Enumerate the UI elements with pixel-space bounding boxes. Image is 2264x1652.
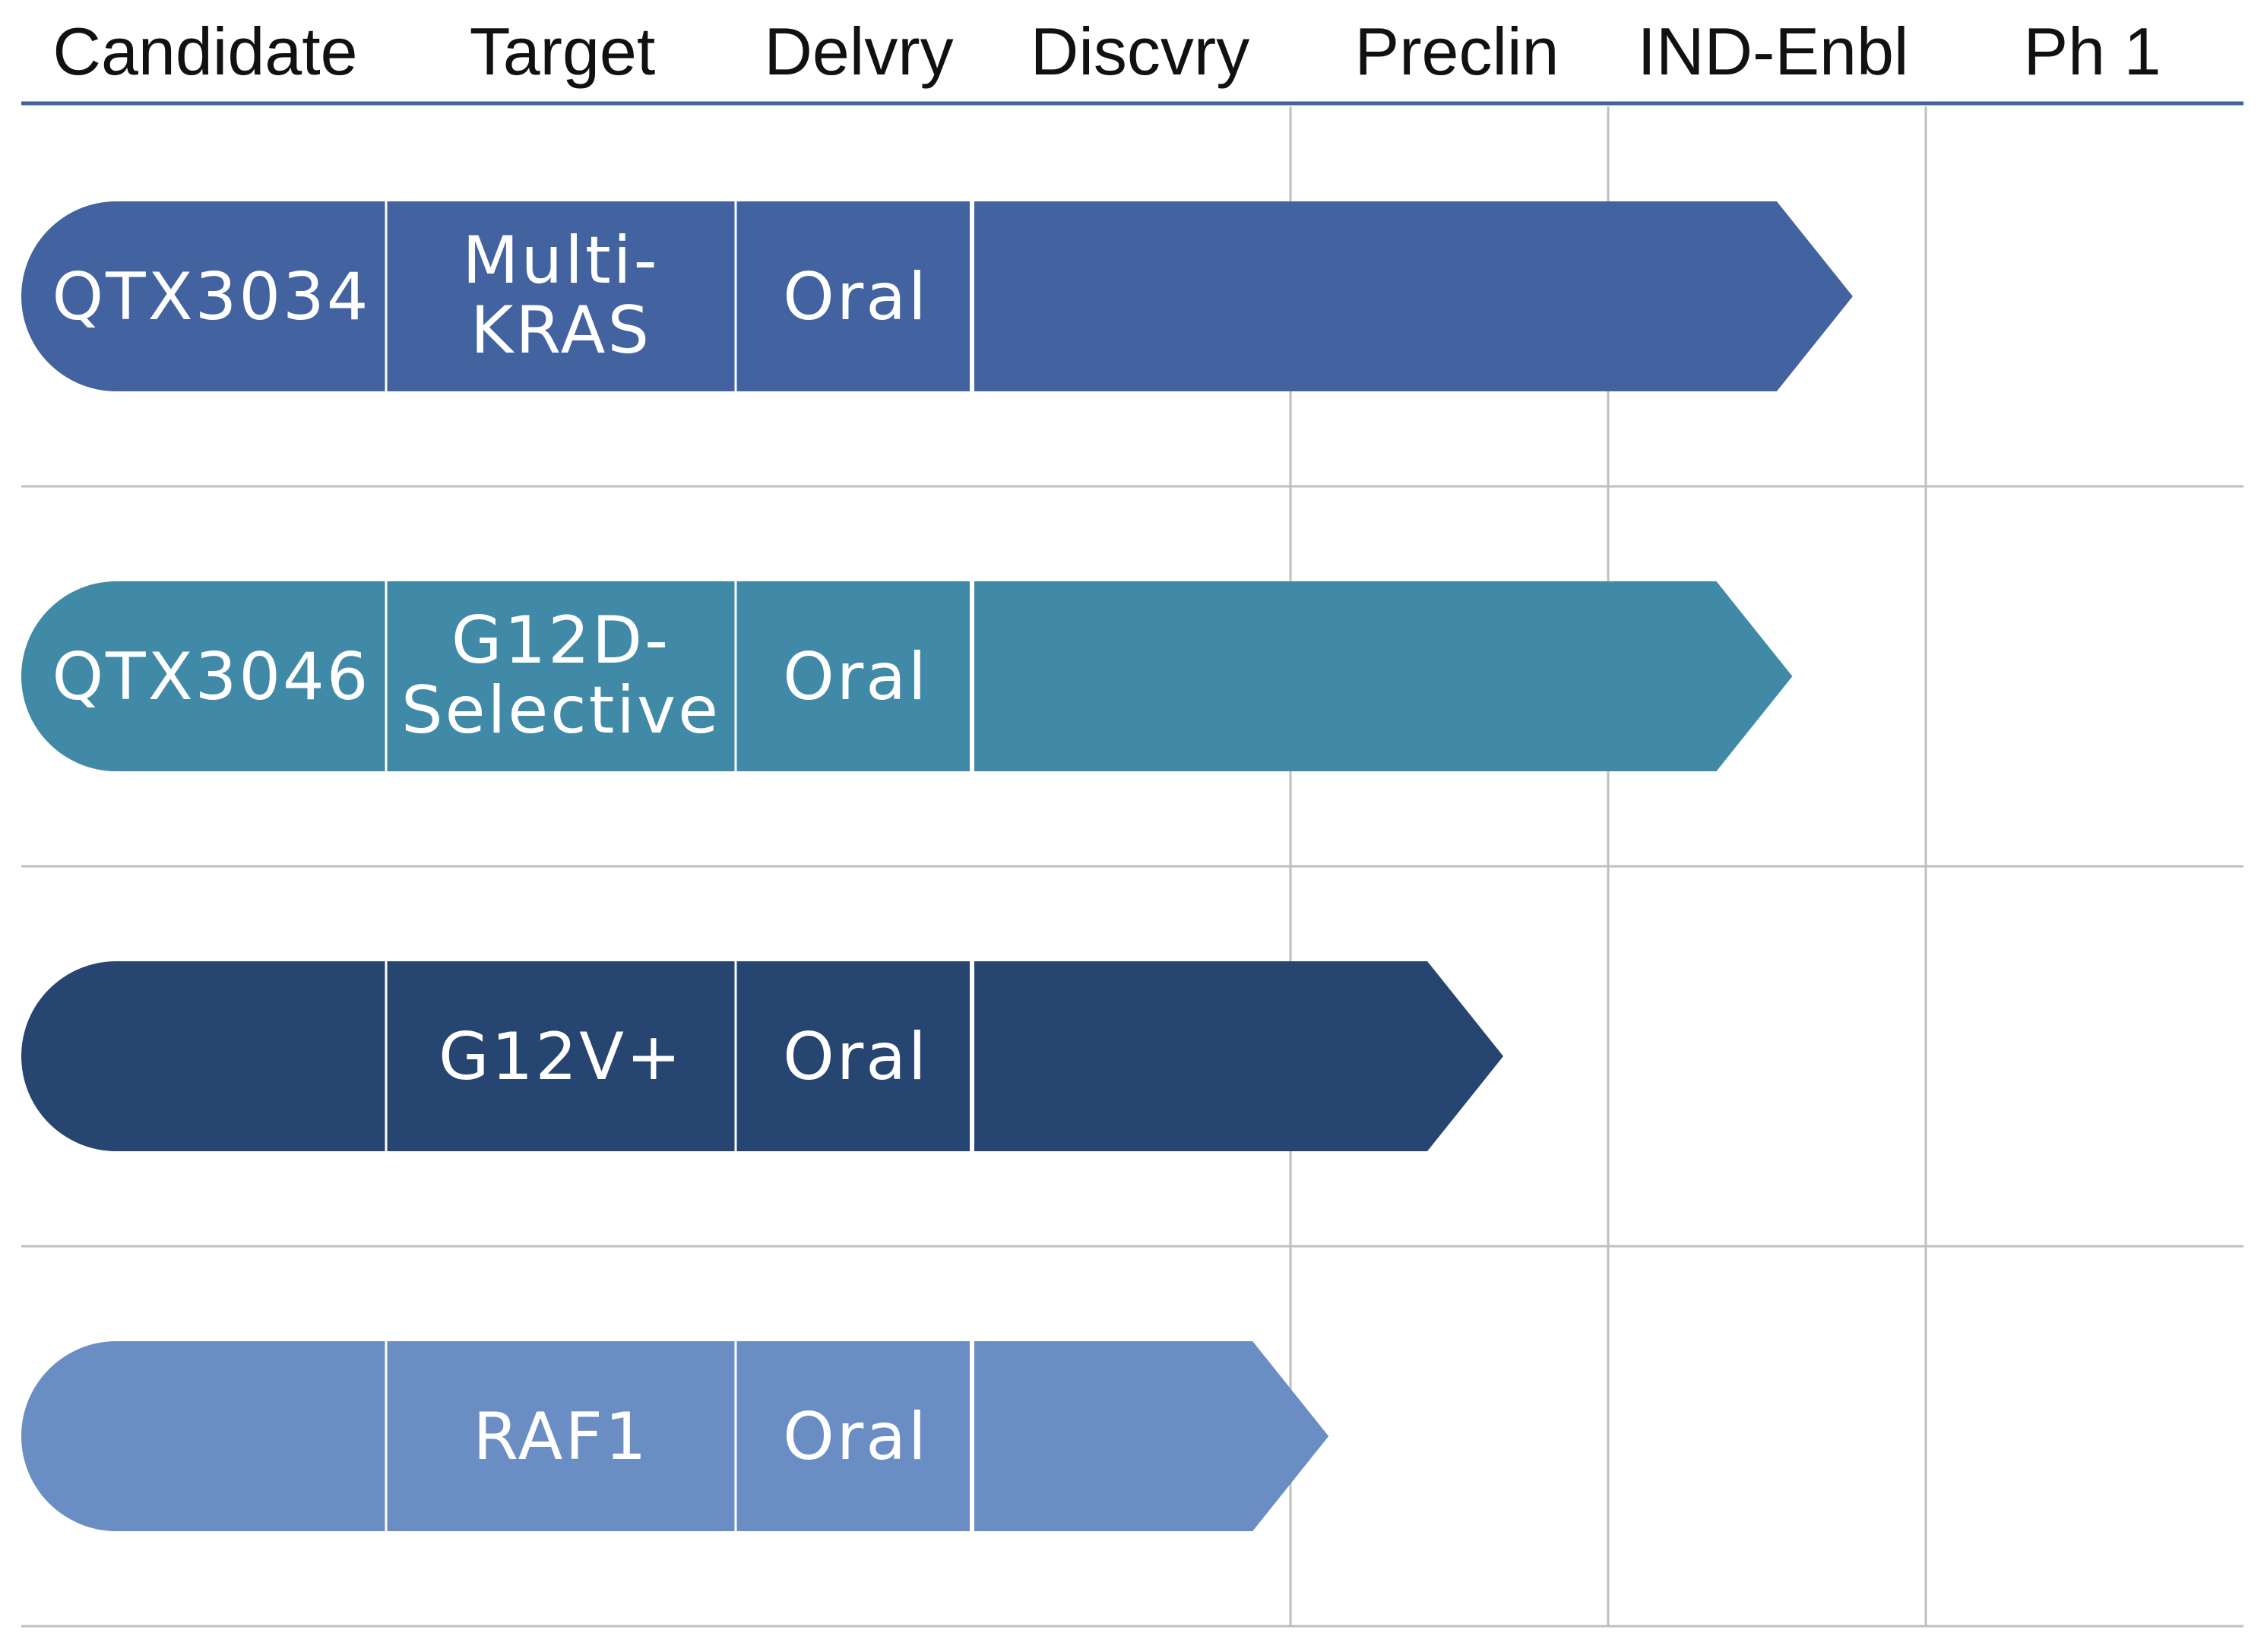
progress-bar bbox=[21, 201, 1853, 391]
header-candidate: Candidate bbox=[52, 14, 357, 89]
target-name: Multi- bbox=[462, 223, 659, 299]
target-name: G12D- bbox=[451, 603, 670, 679]
candidate-name: QTX3046 bbox=[52, 639, 370, 715]
candidate-name: QTX3034 bbox=[52, 259, 370, 335]
header-ind-enabling: IND-Enbl bbox=[1638, 14, 1909, 89]
delivery-route: Oral bbox=[783, 639, 929, 715]
header-phase-1: Ph 1 bbox=[2023, 14, 2161, 89]
target-name: RAF1 bbox=[473, 1399, 648, 1475]
program-row: QTX3034 Multi-KRAS Oral bbox=[21, 201, 1853, 391]
column-headers: Candidate Target Delvry Discvry Preclin … bbox=[52, 14, 2161, 89]
program-row: QTX3046 G12D-Selective Oral bbox=[21, 581, 1793, 771]
delivery-route: Oral bbox=[783, 1399, 929, 1475]
delivery-route: Oral bbox=[783, 259, 929, 335]
target-name: G12V+ bbox=[439, 1019, 683, 1095]
progress-bar bbox=[21, 581, 1793, 771]
progress-bar bbox=[21, 1341, 1329, 1531]
header-preclinical: Preclin bbox=[1355, 14, 1559, 89]
header-discovery: Discvry bbox=[1031, 14, 1249, 89]
target-name: Selective bbox=[401, 673, 720, 748]
program-row: G12V+ Oral bbox=[21, 961, 1504, 1151]
header-delivery: Delvry bbox=[764, 14, 953, 89]
delivery-route: Oral bbox=[783, 1019, 929, 1095]
progress-bar bbox=[21, 961, 1504, 1151]
program-row: RAF1 Oral bbox=[21, 1341, 1329, 1531]
target-name: KRAS bbox=[470, 293, 651, 369]
header-target: Target bbox=[470, 14, 656, 89]
